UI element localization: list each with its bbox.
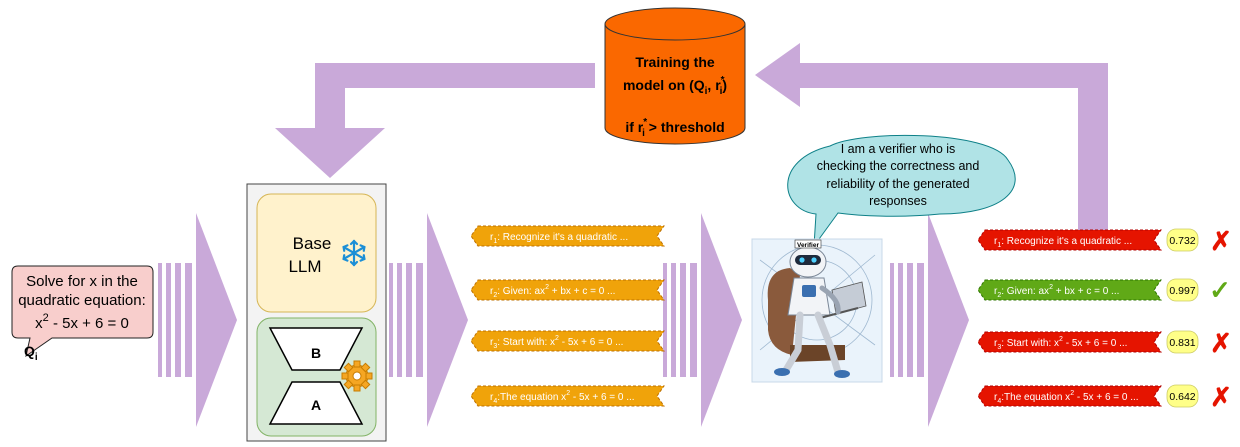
response-2-text: r2: Given: ax2 + bx + c = 0 ... bbox=[490, 284, 615, 299]
score-value-1: 0.732 bbox=[1169, 235, 1195, 247]
feedback-arrow bbox=[275, 43, 1108, 235]
score-badge-2 bbox=[1166, 278, 1199, 302]
base-llm-box bbox=[256, 193, 377, 313]
score-value-2: 0.997 bbox=[1169, 285, 1195, 297]
model-container: Base LLM B A bbox=[246, 183, 387, 442]
scored-row-4-text: r4:The equation x2 - 5x + 6 = 0 ... bbox=[994, 390, 1139, 405]
question-line2: quadratic equation: bbox=[18, 292, 146, 309]
input-arrow bbox=[158, 213, 237, 427]
score-badge-1 bbox=[1166, 228, 1199, 252]
gear-icon bbox=[341, 360, 373, 392]
question-line1: Solve for x in the bbox=[26, 273, 138, 290]
training-line1: Training the bbox=[635, 54, 715, 70]
training-line2: model on (Qi, r*i) bbox=[623, 75, 727, 97]
training-database: Training the model on (Qi, r*i) if r*i >… bbox=[604, 7, 746, 145]
score-badge-3 bbox=[1166, 330, 1199, 354]
base-llm-line1: Base bbox=[293, 234, 332, 253]
score-value-3: 0.831 bbox=[1169, 337, 1195, 349]
question-equation: x2 - 5x + 6 = 0 bbox=[35, 312, 129, 332]
scored-row-3: r3: Start with: x2 - 5x + 6 = 0 ... 0.83… bbox=[977, 328, 1232, 358]
response-4-text: r4:The equation x2 - 5x + 6 = 0 ... bbox=[490, 390, 635, 405]
flow-arrows bbox=[158, 213, 969, 427]
scored-row-2: r2: Given: ax2 + bx + c = 0 ... 0.997 ✓ bbox=[977, 275, 1231, 305]
response-4: r4:The equation x2 - 5x + 6 = 0 ... bbox=[470, 385, 665, 407]
verifier-speech-bubble: I am a verifier who is checking the corr… bbox=[787, 134, 1016, 248]
snowflake-icon bbox=[342, 239, 366, 267]
reject-cross-icon: ✗ bbox=[1210, 226, 1232, 256]
lora-a-trapezoid bbox=[268, 381, 364, 425]
generated-responses: r1: Recognize it's a quadratic ... r2: G… bbox=[470, 225, 665, 407]
speech-line4: responses bbox=[869, 194, 927, 208]
lora-a-label: A bbox=[311, 397, 321, 413]
scored-row-2-text: r2: Given: ax2 + bx + c = 0 ... bbox=[994, 284, 1119, 299]
speech-line2: checking the correctness and bbox=[817, 159, 980, 173]
verifier-robot-illustration: Verifier bbox=[751, 238, 883, 383]
accept-check-icon: ✓ bbox=[1209, 275, 1231, 305]
reject-cross-icon: ✗ bbox=[1210, 382, 1232, 412]
model-to-responses-arrow bbox=[389, 213, 468, 427]
scored-row-1: r1: Recognize it's a quadratic ... 0.732… bbox=[977, 226, 1232, 256]
scored-row-3-text: r3: Start with: x2 - 5x + 6 = 0 ... bbox=[994, 336, 1127, 351]
verifier-badge: Verifier bbox=[797, 242, 820, 249]
verifier-to-scores-arrow bbox=[890, 213, 969, 427]
question-bubble: Solve for x in the quadratic equation: x… bbox=[11, 265, 154, 363]
speech-line1: I am a verifier who is bbox=[841, 142, 956, 156]
base-llm-line2: LLM bbox=[288, 257, 321, 276]
score-value-4: 0.642 bbox=[1169, 391, 1195, 403]
lora-b-label: B bbox=[311, 345, 321, 361]
response-3: r3: Start with: x2 - 5x + 6 = 0 ... bbox=[470, 330, 665, 352]
response-1-text: r1: Recognize it's a quadratic ... bbox=[490, 232, 628, 245]
scored-row-4: r4:The equation x2 - 5x + 6 = 0 ... 0.64… bbox=[977, 382, 1232, 412]
lora-b-trapezoid bbox=[268, 327, 364, 371]
speech-line3: reliability of the generated bbox=[826, 177, 969, 191]
response-3-text: r3: Start with: x2 - 5x + 6 = 0 ... bbox=[490, 335, 623, 350]
scored-row-1-text: r1: Recognize it's a quadratic ... bbox=[994, 236, 1132, 249]
feedback-arrow-left-segment bbox=[275, 63, 595, 178]
score-badge-4 bbox=[1166, 384, 1199, 408]
response-1: r1: Recognize it's a quadratic ... bbox=[470, 225, 665, 247]
reject-cross-icon: ✗ bbox=[1210, 328, 1232, 358]
responses-to-verifier-arrow bbox=[663, 213, 742, 427]
scored-responses: r1: Recognize it's a quadratic ... 0.732… bbox=[977, 226, 1232, 412]
training-line3: if r*i > threshold bbox=[625, 117, 724, 139]
question-label: Qi bbox=[24, 343, 38, 363]
response-2: r2: Given: ax2 + bx + c = 0 ... bbox=[470, 279, 665, 301]
feedback-arrow-right-segment bbox=[755, 43, 1108, 235]
